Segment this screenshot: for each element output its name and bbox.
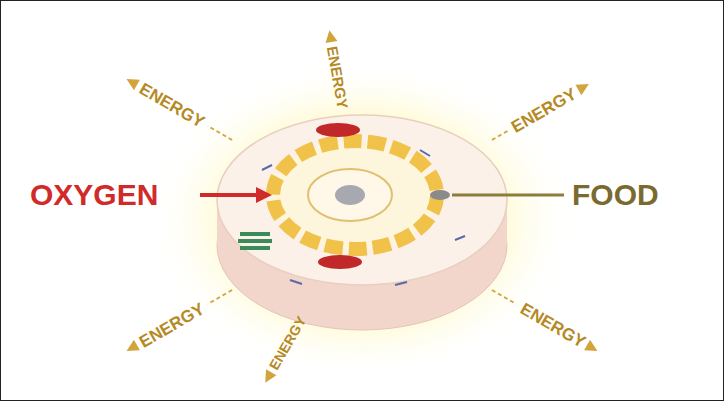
input-label: OXYGEN (30, 180, 158, 210)
golgi-body (238, 232, 272, 250)
oxygen-arrow (200, 193, 258, 197)
nucleolus (335, 185, 365, 205)
energy-ray (208, 290, 232, 304)
energy-arrowhead (265, 369, 276, 382)
input-label: FOOD (572, 180, 659, 210)
energy-label: ENERGY (509, 85, 580, 136)
mitochondrion (318, 255, 362, 269)
energy-ray (208, 126, 232, 140)
food-line (452, 194, 564, 197)
cytoplasm-ring (273, 141, 437, 249)
energy-label: ENERGY (136, 80, 207, 131)
energy-arrowhead (127, 79, 140, 90)
mitochondrion (316, 123, 360, 137)
energy-arrowhead (127, 340, 140, 351)
energy-arrowhead (326, 30, 338, 43)
energy-arrowhead (575, 84, 588, 95)
energy-label: ENERGY (517, 300, 588, 351)
energy-label: ENERGY (136, 300, 207, 351)
organelle-dashes (262, 150, 465, 285)
oxygen-arrowhead (256, 187, 272, 203)
energy-arrowhead (584, 340, 597, 351)
nucleus (308, 169, 392, 221)
energy-ray (492, 290, 516, 304)
energy-ray (492, 131, 508, 140)
energy-glow (147, 60, 577, 380)
vesicle (430, 190, 450, 200)
cell-top (217, 115, 507, 285)
